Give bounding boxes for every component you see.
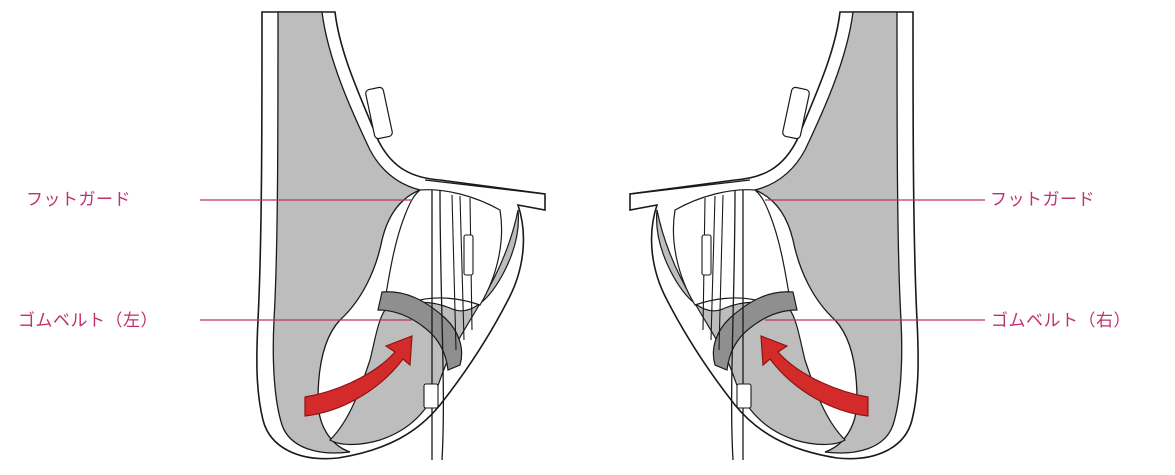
label-right-foot-guard: フットガード [990, 190, 1095, 210]
left-massager-unit [257, 12, 545, 460]
left-clip [464, 235, 473, 275]
label-left-foot-guard: フットガード [26, 190, 131, 210]
right-clip [702, 235, 711, 275]
left-buckle [424, 384, 438, 408]
label-left-rubber-belt: ゴムベルト（左） [18, 311, 158, 331]
label-right-rubber-belt: ゴムベルト（右） [991, 311, 1131, 331]
right-massager-unit [630, 12, 918, 460]
right-buckle [737, 384, 751, 408]
